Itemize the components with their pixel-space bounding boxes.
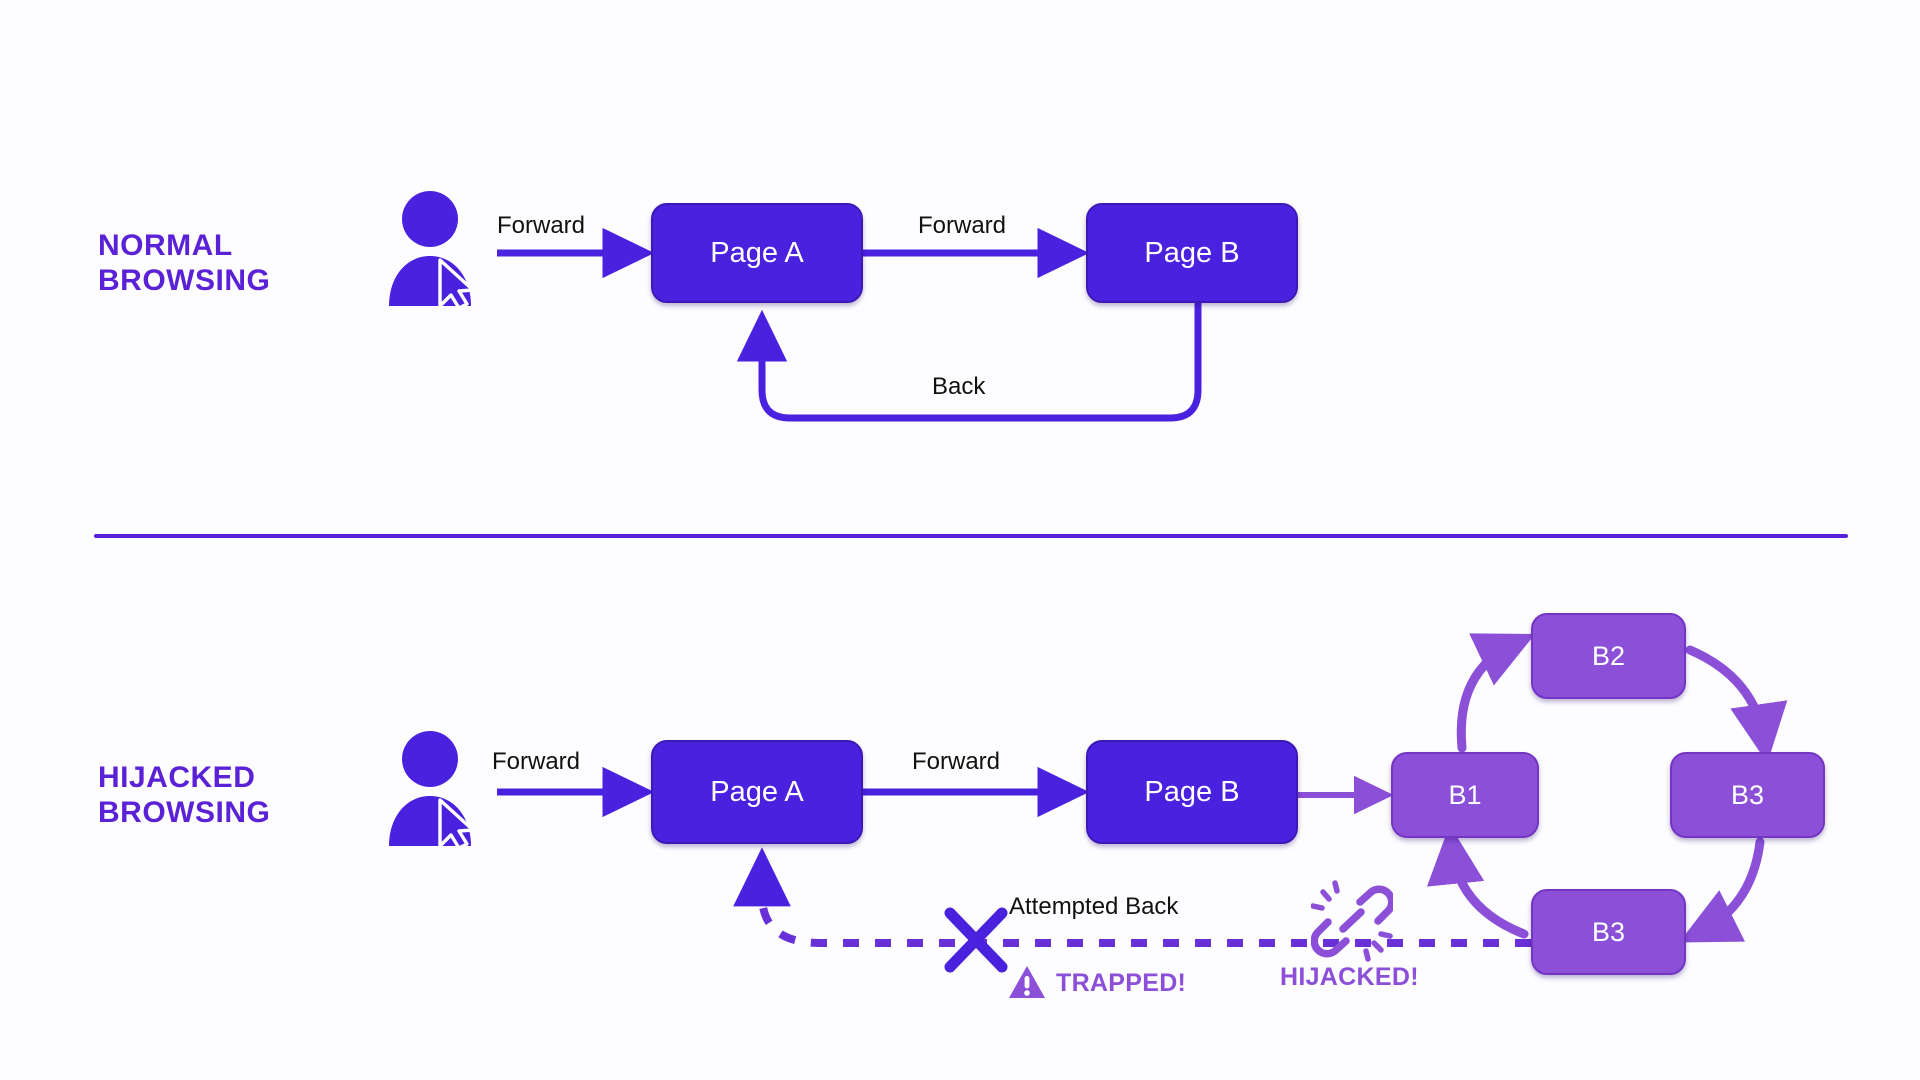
callout-hijacked: HIJACKED! (1280, 963, 1419, 992)
row-label-normal-browsing: NORMAL BROWSING (98, 229, 271, 298)
node-page-b-hijacked[interactable]: Page B (1086, 740, 1298, 844)
mouse-cursor-icon (438, 798, 475, 848)
node-page-b-normal[interactable]: Page B (1086, 203, 1298, 303)
warning-triangle-icon (1009, 966, 1045, 998)
node-b3-bottom[interactable]: B3 (1531, 889, 1686, 975)
edge-b3bottom-to-b1 (1426, 824, 1529, 939)
callout-trapped-label: TRAPPED! (1056, 968, 1187, 997)
row-label-hijacked-browsing: HIJACKED BROWSING (98, 761, 271, 830)
edge-label-attempted-back: Attempted Back (1009, 893, 1179, 920)
edge-label-forward-user-to-a: Forward (497, 212, 586, 239)
broken-chain-link-icon (1311, 880, 1393, 962)
user-person-icon (389, 191, 475, 308)
node-b2[interactable]: B2 (1531, 613, 1686, 699)
mouse-cursor-icon (438, 258, 475, 308)
edge-b3right-to-b3bottom (1679, 837, 1765, 943)
edge-label-forward-user-to-a-hijacked: Forward (492, 748, 581, 775)
node-page-a-normal[interactable]: Page A (651, 203, 863, 303)
x-cross-icon (944, 907, 1008, 973)
edge-label-back: Back (932, 373, 986, 400)
edge-b2-to-b3right (1685, 645, 1788, 764)
callout-trapped: TRAPPED! (1007, 963, 1186, 1003)
node-b1[interactable]: B1 (1391, 752, 1539, 838)
node-page-a-hijacked[interactable]: Page A (651, 740, 863, 844)
user-person-icon (389, 731, 475, 848)
callout-hijacked-label: HIJACKED! (1280, 963, 1419, 991)
edge-b1-to-b2 (1456, 633, 1536, 753)
edge-label-forward-a-to-b: Forward (918, 212, 1007, 239)
edge-label-forward-a-to-b-hijacked: Forward (912, 748, 1001, 775)
node-b3-right[interactable]: B3 (1670, 752, 1825, 838)
